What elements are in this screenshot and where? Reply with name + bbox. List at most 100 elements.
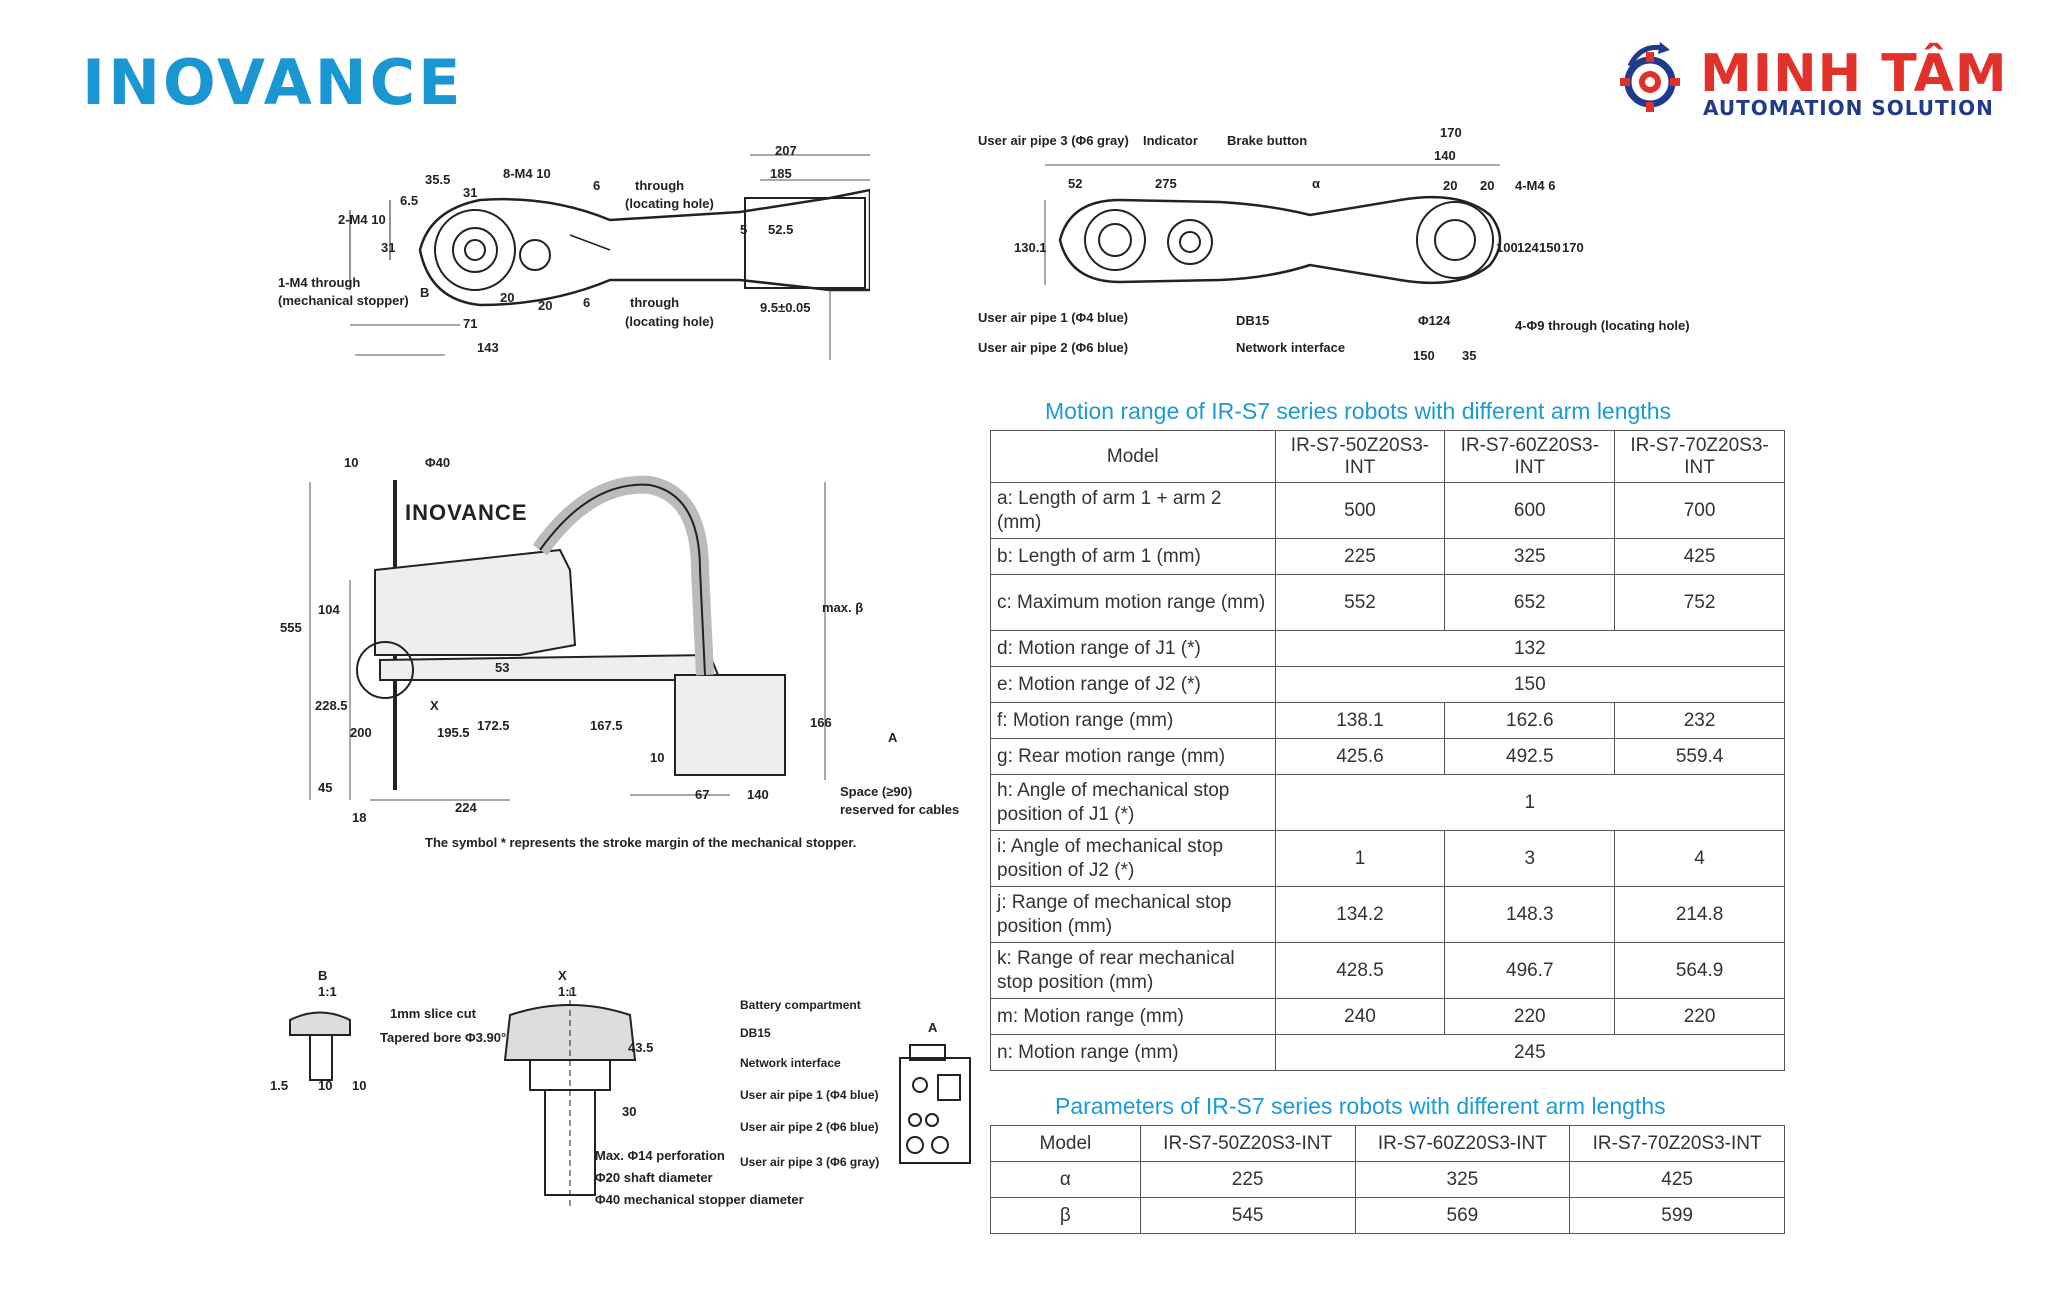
dim-200: 200 [350, 725, 372, 740]
dim-10-a: 10 [318, 1078, 333, 1093]
label-through-top: through [635, 178, 685, 193]
minh-tam-title: MINH TÂM [1700, 44, 2008, 104]
table-row: e: Motion range of J2 (*) 150 [990, 666, 1786, 703]
cell-value: 225 [1274, 538, 1446, 575]
row-label: k: Range of rear mechanical stop positio… [990, 942, 1276, 999]
cell-value: 600 [1444, 482, 1616, 539]
robot-side-view-drawing [309, 475, 826, 801]
header-model-60: IR-S7-60Z20S3-INT [1354, 1125, 1571, 1162]
cell-value: 1 [1274, 774, 1786, 831]
label-space: Space (≥90) [840, 784, 913, 799]
dim-555: 555 [280, 620, 302, 635]
label-1mm-slice: 1mm slice cut [390, 1006, 476, 1021]
cell-value: 138.1 [1274, 702, 1446, 739]
label-locating-hole-bottom: (locating hole) [625, 314, 714, 329]
cell-value: 428.5 [1274, 942, 1446, 999]
dim-124: 124 [1517, 240, 1539, 255]
dim-100: 100 [1496, 240, 1518, 255]
cell-value: 148.3 [1444, 886, 1616, 943]
cell-value: 220 [1614, 998, 1785, 1035]
label-x: X [430, 698, 439, 713]
header-model: Model [990, 430, 1276, 483]
label-locating-hole-top: (locating hole) [625, 196, 714, 211]
dim-phi6-top: 6 [593, 178, 601, 193]
minh-tam-gear-logo-icon [1620, 42, 1680, 112]
dim-140: 140 [1434, 148, 1456, 163]
cell-value: 569 [1354, 1197, 1571, 1234]
cell-value: 496.7 [1444, 942, 1616, 999]
dim-166: 166 [810, 715, 832, 730]
table-row: f: Motion range (mm) 138.1 162.6 232 [990, 702, 1785, 739]
header-model-50: IR-S7-50Z20S3-INT [1139, 1125, 1356, 1162]
label-air-pipe-2-a: User air pipe 2 (Φ6 blue) [740, 1120, 879, 1134]
cell-value: 652 [1444, 574, 1616, 631]
detail-b-label: B [318, 968, 328, 983]
row-label: g: Rear motion range (mm) [990, 738, 1276, 775]
label-air-pipe-1: User air pipe 1 (Φ4 blue) [978, 310, 1129, 325]
cell-value: 240 [1274, 998, 1446, 1035]
label-through-bottom: through [630, 295, 680, 310]
label-tapered-bore: Tapered bore Φ3.90° [380, 1030, 507, 1045]
dim-phi40: Φ40 [425, 455, 451, 470]
arm-top-view-drawing [349, 154, 870, 360]
dim-43-5: 43.5 [628, 1040, 654, 1055]
arm-bottom-view-drawing [1044, 164, 1502, 285]
label-network-interface-a: Network interface [740, 1056, 841, 1070]
dim-20-a: 20 [500, 290, 515, 305]
dim-45: 45 [318, 780, 333, 795]
label-reserved-cables: reserved for cables [840, 802, 960, 817]
motion-range-table: Model IR-S7-50Z20S3-INT IR-S7-60Z20S3-IN… [990, 430, 1786, 1071]
cell-value: 559.4 [1614, 738, 1785, 775]
dim-1-5: 1.5 [270, 1078, 289, 1093]
cell-value: 425 [1614, 538, 1785, 575]
header-model-50: IR-S7-50Z20S3-INT [1274, 430, 1446, 483]
cell-value: 500 [1274, 482, 1446, 539]
dim-31: 31 [381, 240, 396, 255]
cell-value: 1 [1274, 830, 1446, 887]
cell-value: 232 [1614, 702, 1785, 739]
dim-20-d2a: 20 [1443, 178, 1458, 193]
dim-140-side: 140 [747, 787, 769, 802]
dim-30: 30 [622, 1104, 637, 1119]
cell-value: 162.6 [1444, 702, 1616, 739]
detail-b-x-drawing [289, 990, 637, 1210]
table-row: α 225 325 425 [990, 1161, 1785, 1198]
table-row: h: Angle of mechanical stop position of … [990, 774, 1786, 831]
header-model-70: IR-S7-70Z20S3-INT [1569, 1125, 1785, 1162]
cell-value: 752 [1614, 574, 1785, 631]
cell-value: 425.6 [1274, 738, 1446, 775]
table-row: m: Motion range (mm) 240 220 220 [990, 998, 1785, 1035]
dim-9-5: 9.5±0.05 [760, 300, 811, 315]
param-table-title: Parameters of IR-S7 series robots with d… [1055, 1093, 1666, 1119]
row-label: e: Motion range of J2 (*) [990, 666, 1276, 703]
label-network-interface: Network interface [1236, 340, 1346, 355]
label-max-beta: max. β [822, 600, 864, 615]
row-label: j: Range of mechanical stop position (mm… [990, 886, 1276, 943]
dim-195-5: 195.5 [437, 725, 470, 740]
label-air-pipe-3: User air pipe 3 (Φ6 gray) [978, 133, 1129, 148]
label-indicator: Indicator [1143, 133, 1198, 148]
dim-130-1: 130.1 [1014, 240, 1047, 255]
dim-10-b: 10 [352, 1078, 367, 1093]
dim-35-5: 35.5 [425, 172, 451, 187]
dim-71: 71 [463, 316, 478, 331]
cell-value: 134.2 [1274, 886, 1446, 943]
header-model-60: IR-S7-60Z20S3-INT [1444, 430, 1616, 483]
dim-52-d2: 52 [1068, 176, 1083, 191]
table-row: c: Maximum motion range (mm) 552 652 752 [990, 574, 1785, 631]
dim-phi6-bottom: 6 [583, 295, 591, 310]
dim-10-top: 10 [344, 455, 359, 470]
label-phi20-shaft: Φ20 shaft diameter [595, 1170, 713, 1185]
label-brake-button: Brake button [1227, 133, 1308, 148]
label-1-m4-through: 1-M4 through [278, 275, 361, 290]
dim-53: 53 [495, 660, 510, 675]
table-row: g: Rear motion range (mm) 425.6 492.5 55… [990, 738, 1785, 775]
table-row: a: Length of arm 1 + arm 2 (mm) 500 600 … [990, 482, 1785, 539]
label-b: B [420, 285, 430, 300]
cell-value: 214.8 [1614, 886, 1785, 943]
dim-207: 207 [775, 143, 797, 158]
dim-150-h: 150 [1413, 348, 1435, 363]
dim-104: 104 [318, 602, 340, 617]
table-row: j: Range of mechanical stop position (mm… [990, 886, 1785, 943]
dim-170-top: 170 [1440, 125, 1462, 140]
